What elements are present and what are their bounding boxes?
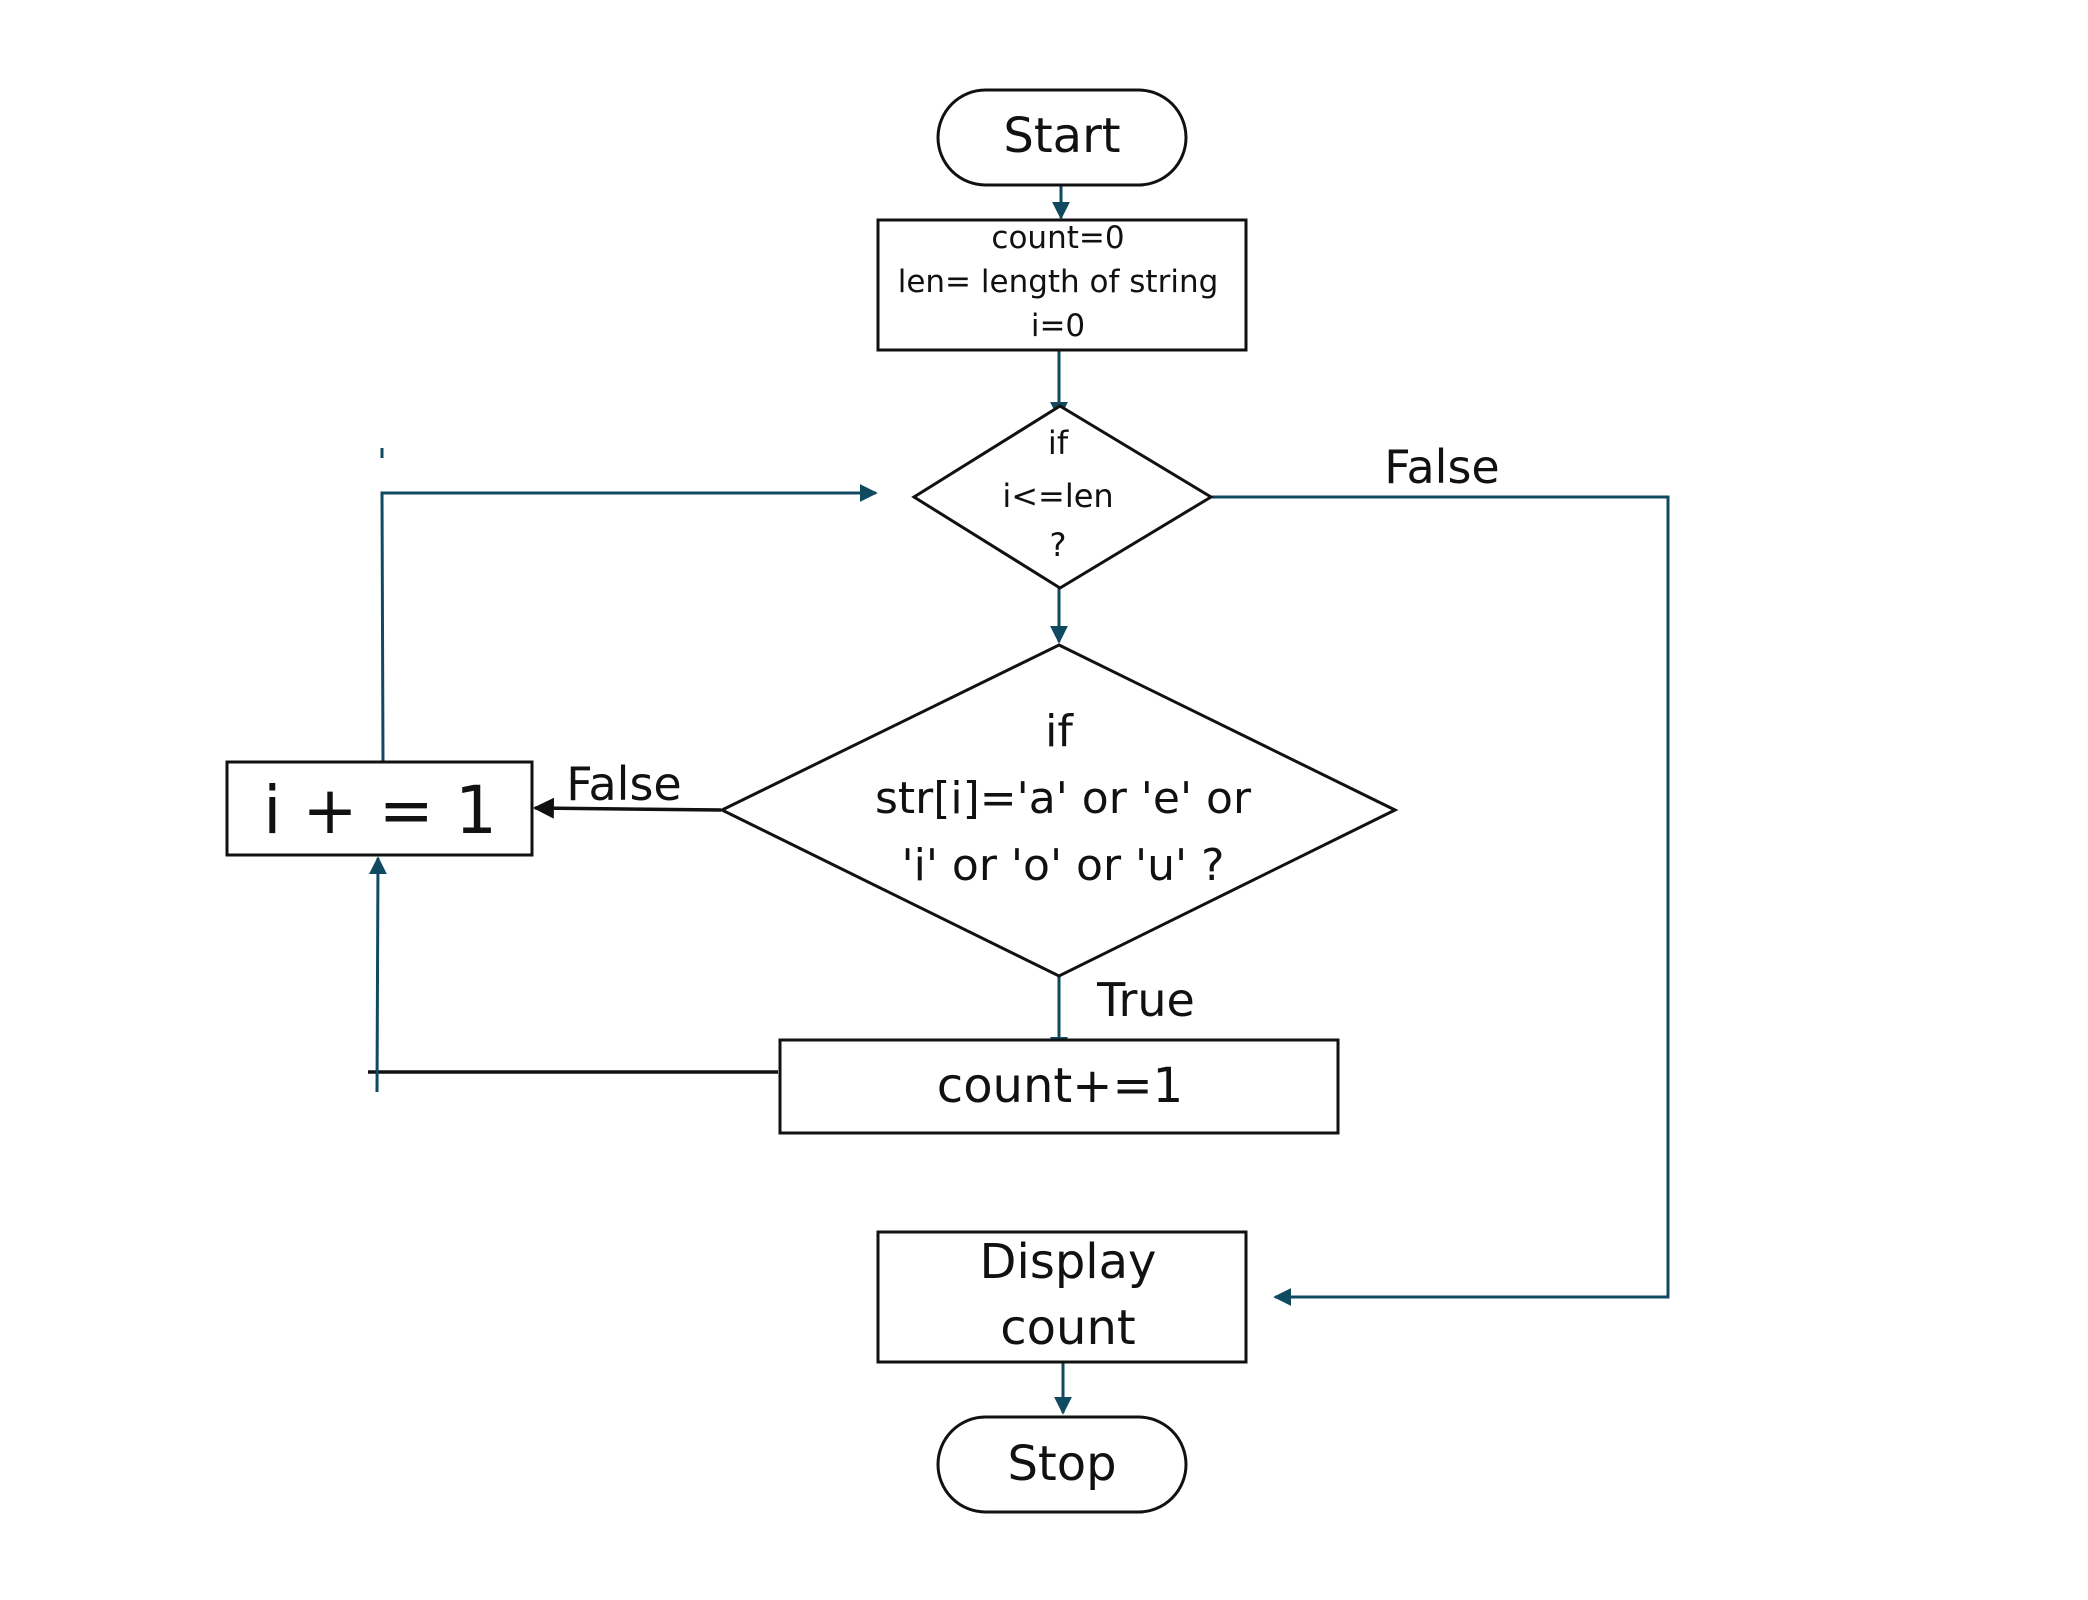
loop-condition-decision: if i<=len ? [911,404,1214,590]
connectors [368,185,1670,1415]
increment-count-process: count+=1 [778,1038,1340,1135]
start-terminal: Start [936,88,1188,187]
loop-condition-line-1: if [1048,424,1069,462]
connector-loop-false-to-display [1210,495,1670,1306]
display-output: Display count [876,1230,1248,1364]
edge-label-vowel-false: False [566,757,681,811]
edge-label-loop-false: False [1384,440,1499,494]
connector-increment-i-to-loop [380,484,878,762]
increment-count-label: count+=1 [937,1058,1183,1114]
edge-label-vowel-true: True [1096,973,1195,1027]
init-process: count=0 len= length of string i=0 [876,218,1248,352]
init-line-2: len= length of string [898,264,1219,300]
connector-return-to-increment-i [368,856,387,1093]
edge-labels: False False True [566,440,1499,1027]
init-line-3: i=0 [1031,308,1085,344]
loop-condition-line-3: ? [1050,526,1067,564]
increment-i-label: i + = 1 [263,772,497,849]
display-line-2: count [1000,1300,1135,1356]
loop-condition-line-2: i<=len [1002,477,1113,515]
start-label: Start [1003,108,1120,164]
connector-vowel-false-to-increment-i [532,797,722,819]
stop-terminal: Stop [936,1415,1188,1514]
stop-label: Stop [1007,1436,1116,1492]
init-line-1: count=0 [991,220,1124,256]
vowel-condition-line-3: 'i' or 'o' or 'u' ? [902,840,1225,891]
display-line-1: Display [980,1234,1157,1290]
vowel-condition-line-1: if [1045,706,1074,757]
vowel-condition-line-2: str[i]='a' or 'e' or [875,773,1252,824]
vowel-condition-decision: if str[i]='a' or 'e' or 'i' or 'o' or 'u… [718,643,1399,978]
increment-i-process: i + = 1 [225,760,534,857]
